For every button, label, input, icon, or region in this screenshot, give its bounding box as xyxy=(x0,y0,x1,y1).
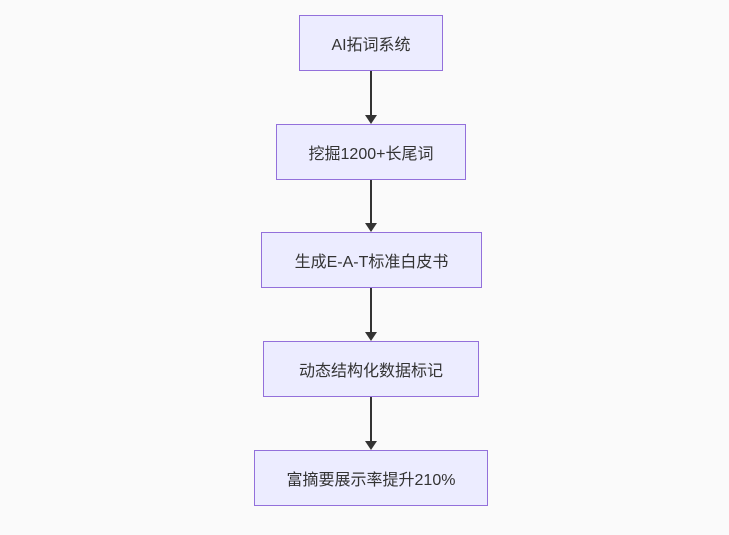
arrow-down-icon xyxy=(365,441,377,450)
flow-node-label: 生成E-A-T标准白皮书 xyxy=(294,254,449,271)
flow-edge-2 xyxy=(365,180,377,232)
flow-node-label: 动态结构化数据标记 xyxy=(298,363,443,380)
flow-node-label: 挖掘1200+长尾词 xyxy=(308,146,434,163)
arrow-down-icon xyxy=(365,115,377,124)
flow-edge-1 xyxy=(365,71,377,124)
edge-line xyxy=(370,71,372,115)
flow-edge-4 xyxy=(365,397,377,450)
edge-line xyxy=(370,397,372,441)
flow-node-rich-snippet-rate: 富摘要展示率提升210% xyxy=(254,450,488,506)
flow-node-ai-keyword-system: AI拓词系统 xyxy=(299,15,443,71)
flow-node-longtail-mining: 挖掘1200+长尾词 xyxy=(276,124,466,180)
flow-node-eat-whitepaper: 生成E-A-T标准白皮书 xyxy=(261,232,482,288)
flow-node-structured-data-markup: 动态结构化数据标记 xyxy=(263,341,479,397)
arrow-down-icon xyxy=(365,223,377,232)
flow-node-label: 富摘要展示率提升210% xyxy=(286,472,456,489)
arrow-down-icon xyxy=(365,332,377,341)
flow-edge-3 xyxy=(365,288,377,341)
flow-node-label: AI拓词系统 xyxy=(331,37,411,54)
edge-line xyxy=(370,180,372,223)
edge-line xyxy=(370,288,372,332)
